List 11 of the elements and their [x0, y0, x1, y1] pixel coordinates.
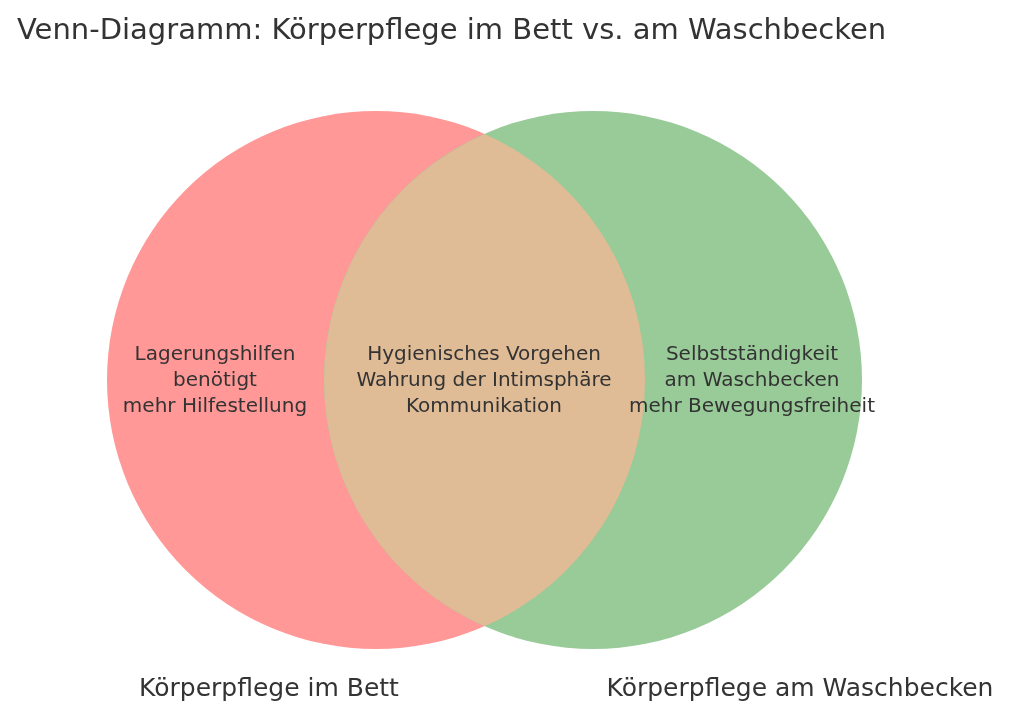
item-text: Lagerungshilfen: [134, 340, 296, 366]
item-text: Kommunikation: [406, 392, 562, 418]
item-text: am Waschbecken: [664, 366, 840, 392]
item-text: benötigt: [173, 366, 257, 392]
item-text: Selbstständigkeit: [665, 340, 839, 366]
diagram-title: Venn-Diagramm: Körperpflege im Bett vs. am Waschbecken: [17, 12, 887, 46]
set-label: Körperpflege am Waschbecken: [606, 673, 994, 702]
set-label: Körperpflege im Bett: [139, 673, 399, 702]
item-text: Wahrung der Intimsphäre: [356, 366, 612, 392]
item-text: mehr Hilfestellung: [122, 392, 308, 418]
item-text: Hygienisches Vorgehen: [367, 340, 601, 366]
